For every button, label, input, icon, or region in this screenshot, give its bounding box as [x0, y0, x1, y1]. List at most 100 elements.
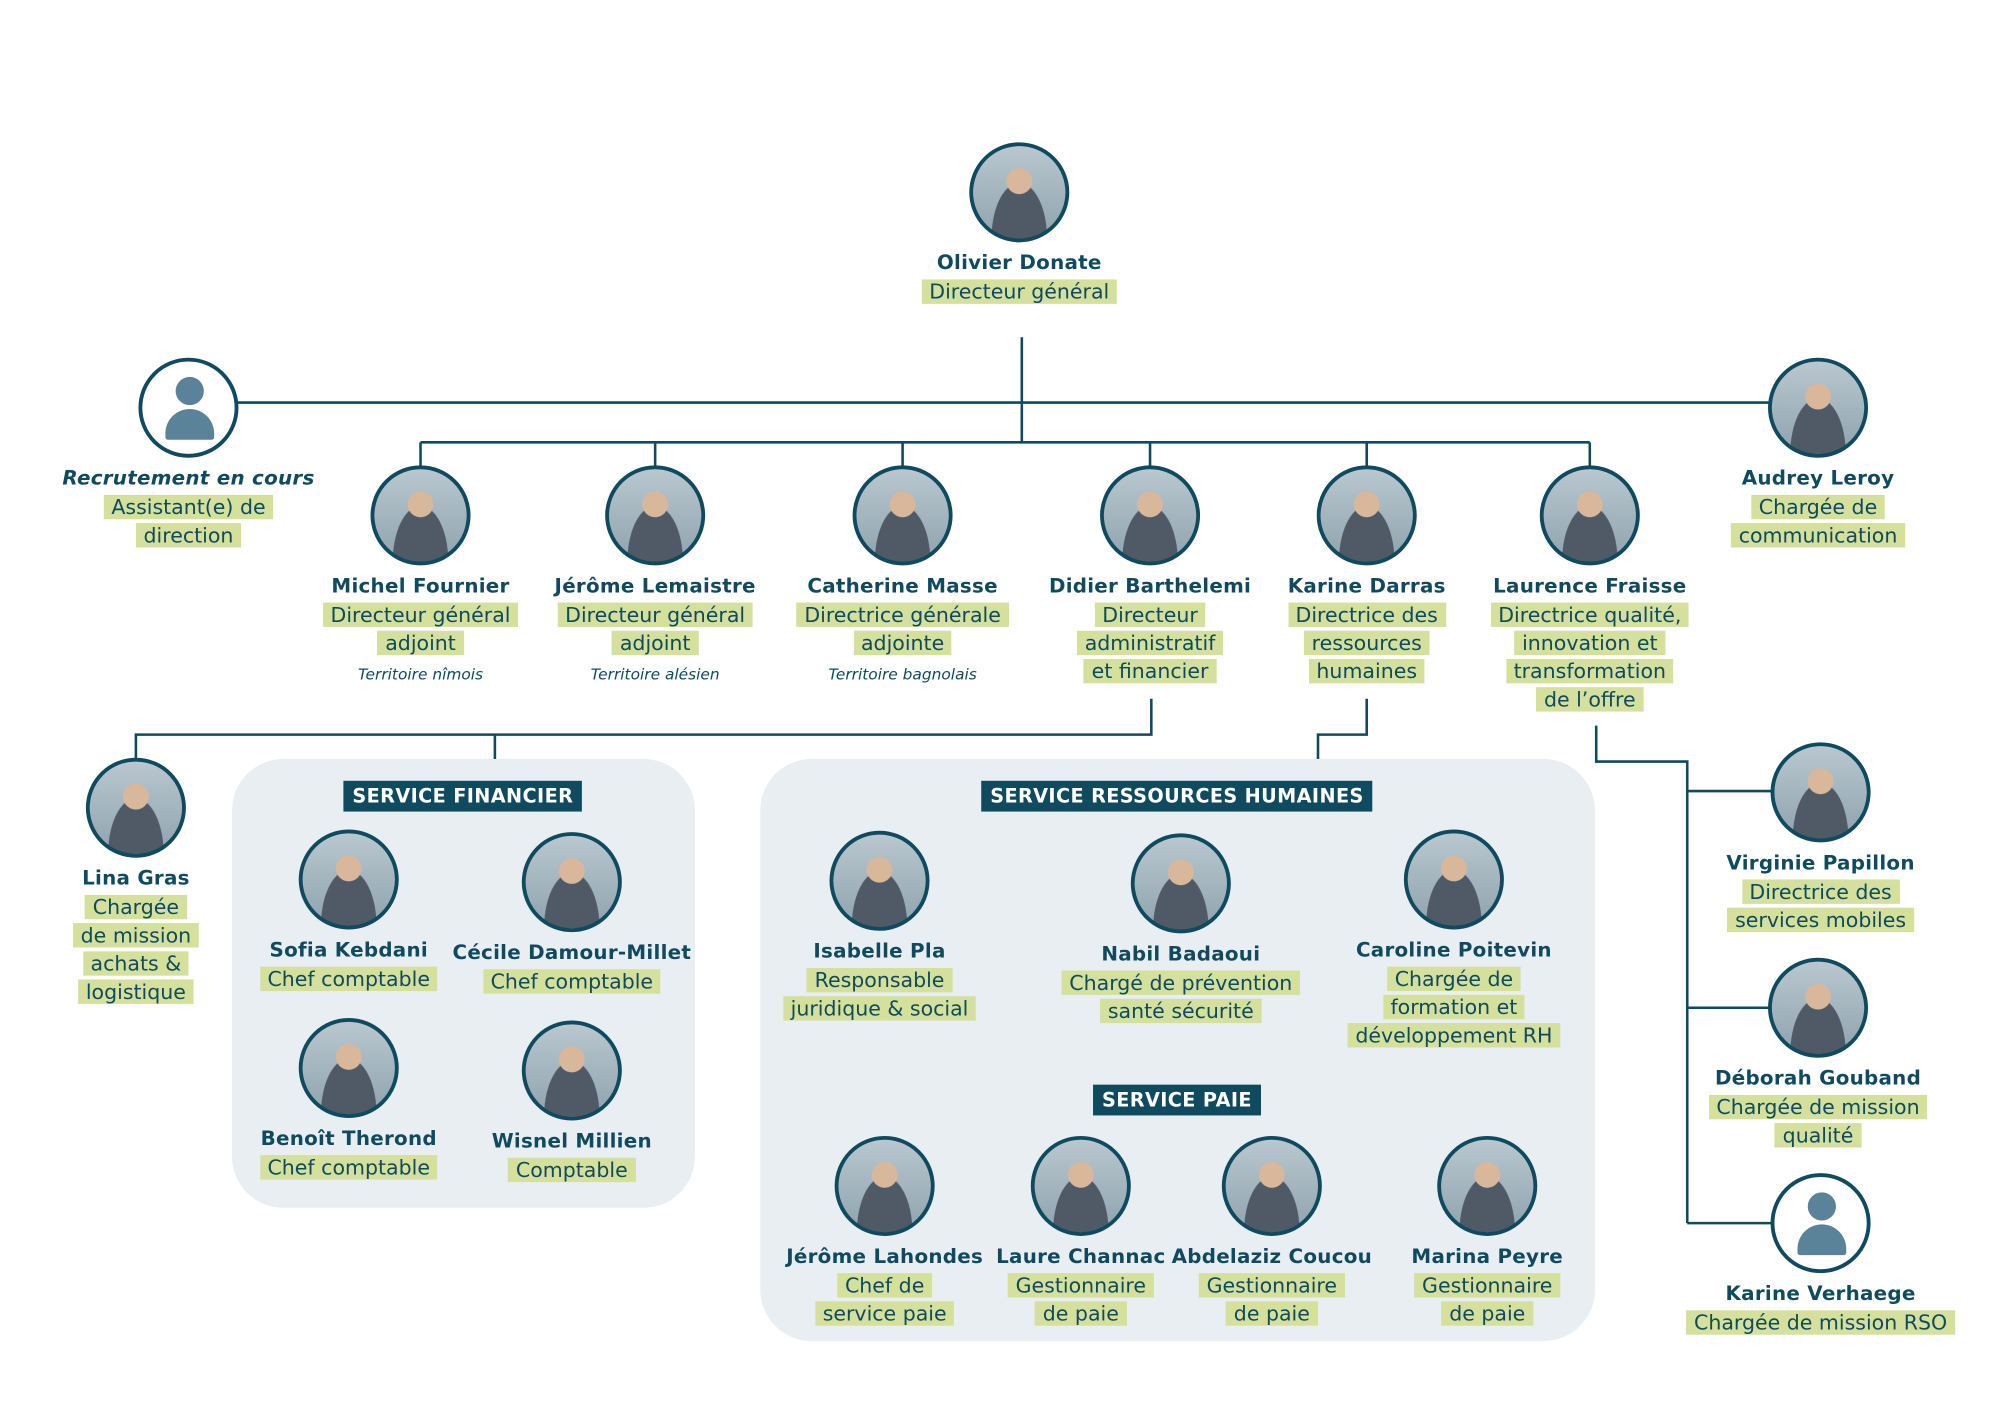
person-name: Lina Gras — [82, 866, 190, 890]
job-title-line: développement RH — [1347, 1023, 1561, 1048]
avatar — [370, 465, 471, 566]
job-title-line: de l’offre — [1536, 687, 1644, 712]
job-title-line: humaines — [1308, 658, 1425, 684]
territory-note: Territoire nîmois — [358, 665, 484, 684]
job-title-line: juridique & social — [782, 996, 977, 1021]
job-title-line: services mobiles — [1727, 907, 1914, 933]
job-title-line: logistique — [78, 979, 194, 1004]
job-title-line: administratif — [1077, 630, 1224, 656]
job-title: Responsable juridique & social — [782, 967, 977, 1023]
job-title-line: Directeur général — [322, 602, 519, 627]
job-title-line: Directrice des — [1287, 602, 1446, 627]
avatar — [1768, 957, 1869, 1058]
avatar — [298, 829, 399, 930]
job-title-line: direction — [135, 523, 242, 548]
job-title-line: Responsable — [806, 967, 953, 992]
job-title-line: Directeur général — [921, 279, 1117, 304]
avatar — [1768, 357, 1869, 458]
person-name: Wisnel Millien — [491, 1129, 652, 1153]
person-icon — [1770, 1173, 1871, 1274]
person-name: Isabelle Pla — [813, 939, 946, 963]
job-title-line: Gestionnaire — [1007, 1273, 1154, 1298]
territory-note: Territoire bagnolais — [828, 665, 977, 684]
job-title-line: Chef comptable — [482, 969, 661, 994]
job-title-line: Assistant(e) de — [103, 494, 274, 520]
avatar — [834, 1135, 935, 1236]
job-title-line: qualité — [1774, 1123, 1862, 1147]
job-title: Chef comptable — [259, 1154, 438, 1182]
avatar — [829, 830, 930, 931]
job-title-line: ressources — [1303, 630, 1430, 656]
territory-note: Territoire alésien — [590, 665, 720, 684]
job-title: Directeur général — [921, 278, 1117, 306]
person-name: Audrey Leroy — [1741, 466, 1895, 490]
job-title-line: de paie — [1035, 1301, 1127, 1326]
avatar — [1539, 465, 1640, 566]
connector — [1316, 698, 1369, 760]
person-name: Didier Barthelemi — [1048, 574, 1252, 598]
avatar — [1030, 1135, 1131, 1236]
person-name: Jérôme Lahondes — [786, 1244, 984, 1268]
avatar — [1403, 829, 1504, 930]
person-name: Abdelaziz Coucou — [1171, 1244, 1373, 1268]
job-title-line: de mission — [72, 923, 199, 948]
avatar — [605, 465, 706, 566]
job-title-line: Chargée de — [1387, 966, 1521, 991]
person-icon — [138, 357, 239, 458]
job-title: Gestionnaire de paie — [1007, 1272, 1154, 1328]
job-title-line: santé sécurité — [1100, 998, 1262, 1024]
avatar — [521, 1020, 622, 1121]
connector — [237, 337, 1772, 467]
person-name: Benoît Therond — [260, 1126, 437, 1151]
job-title-line: Chargée de mission RSO — [1686, 1310, 1955, 1335]
person-name: Karine Verhaege — [1725, 1282, 1916, 1306]
person-name: Catherine Masse — [807, 574, 998, 598]
job-title-line: innovation et — [1514, 630, 1666, 656]
person-name: Déborah Gouband — [1714, 1066, 1922, 1090]
section-title-paie: SERVICE PAIE — [1093, 1084, 1261, 1116]
job-title-line: Directrice générale — [796, 602, 1009, 627]
job-title: Chef comptable — [482, 968, 661, 996]
avatar — [969, 142, 1070, 243]
job-title: Chef comptable — [259, 965, 438, 993]
avatar — [1316, 465, 1417, 566]
job-title-line: Chef de — [837, 1273, 933, 1298]
person-name: Laurence Fraisse — [1493, 574, 1687, 598]
job-title-line: Chargée — [85, 894, 187, 919]
avatar — [1437, 1135, 1538, 1236]
connector — [134, 698, 1153, 760]
job-title: Comptable — [508, 1156, 636, 1184]
connector — [1594, 725, 1775, 1225]
job-title-line: Directeur — [1094, 602, 1206, 627]
person-name: Laure Channac — [996, 1244, 1166, 1268]
person-name: Cécile Damour-Millet — [452, 941, 692, 965]
job-title-line: communication — [1730, 523, 1906, 548]
section-title-rh: SERVICE RESSOURCES HUMAINES — [981, 780, 1373, 812]
